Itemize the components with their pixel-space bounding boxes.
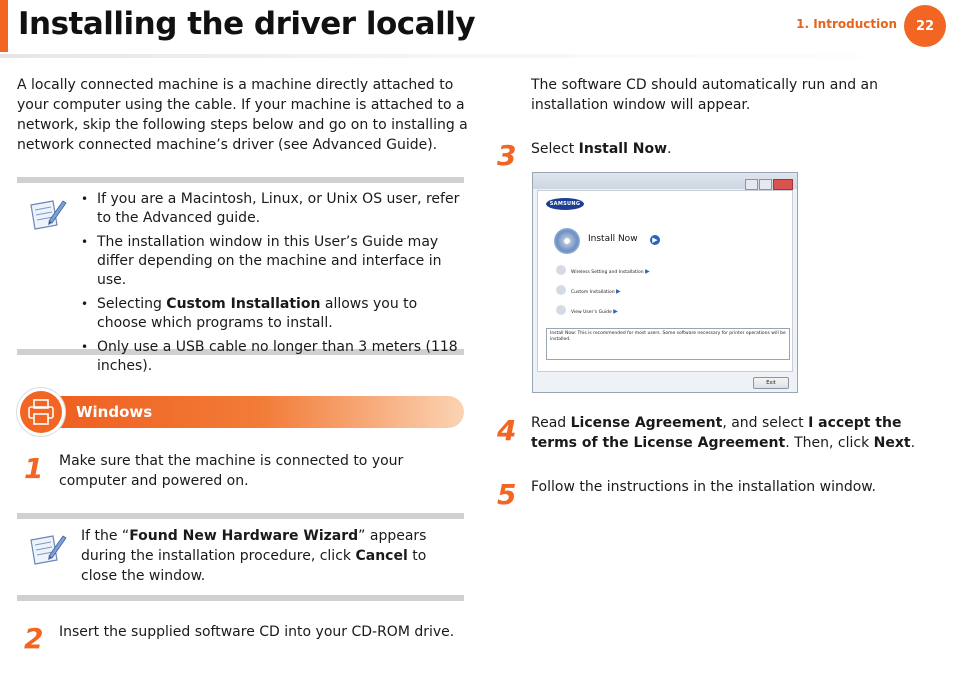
step-3-text: Select Install Now. <box>531 141 672 157</box>
cd-icon <box>554 228 580 254</box>
window-controls <box>744 175 793 194</box>
step-5-text: Follow the instructions in the installat… <box>531 479 876 495</box>
step-number-3: 3 <box>497 139 517 172</box>
installer-description-box: Install Now: This is recommended for mos… <box>546 328 790 360</box>
wireless-icon <box>556 265 566 275</box>
note-1-list: If you are a Macintosh, Linux, or Unix O… <box>81 190 469 381</box>
step-4-text: Read License Agreement, and select I acc… <box>531 415 916 451</box>
option-custom-installation[interactable]: Custom Installation ▶ <box>571 288 621 295</box>
note-pencil-icon <box>30 535 67 565</box>
install-now-option[interactable]: Install Now <box>588 234 638 244</box>
step-2-text: Insert the supplied software CD into you… <box>59 624 455 640</box>
option-wireless-setting[interactable]: Wireless Setting and Installation ▶ <box>571 268 650 275</box>
exit-button[interactable]: Exit <box>753 377 789 389</box>
step-2-continuation: The software CD should automatically run… <box>531 77 878 113</box>
user-guide-icon <box>556 305 566 315</box>
installer-window-screenshot: SAMSUNG Install Now ▶ Wireless Setting a… <box>532 172 798 393</box>
page-number-badge: 22 <box>904 5 946 47</box>
note-pencil-icon <box>30 200 67 230</box>
intro-paragraph: A locally connected machine is a machine… <box>17 77 468 153</box>
installer-content: SAMSUNG Install Now ▶ Wireless Setting a… <box>537 190 793 372</box>
arrow-right-icon[interactable]: ▶ <box>650 235 660 245</box>
step-number-4: 4 <box>497 414 517 447</box>
note-1-item: The installation window in this User’s G… <box>81 233 469 290</box>
note-1-item: Selecting Custom Installation allows you… <box>81 295 469 333</box>
maximize-icon[interactable] <box>759 179 772 190</box>
printer-icon <box>28 399 54 425</box>
header-divider <box>0 54 954 58</box>
installer-titlebar <box>533 173 797 190</box>
note-1-item: Only use a USB cable no longer than 3 me… <box>81 338 469 376</box>
step-number-5: 5 <box>497 478 517 511</box>
chapter-label[interactable]: 1. Introduction <box>796 17 897 31</box>
page-title: Installing the driver locally <box>18 6 476 42</box>
custom-install-icon <box>556 285 566 295</box>
note-box-2 <box>17 513 464 601</box>
samsung-logo: SAMSUNG <box>546 198 584 210</box>
step-number-1: 1 <box>24 452 44 485</box>
note-2-text: If the “Found New Hardware Wizard” appea… <box>81 528 427 584</box>
arrow-right-icon: ▶ <box>616 288 621 295</box>
section-title-windows: Windows <box>76 403 153 421</box>
step-number-2: 2 <box>24 622 44 655</box>
minimize-icon[interactable] <box>745 179 758 190</box>
section-icon-bg <box>20 391 62 433</box>
option-view-users-guide[interactable]: View User’s Guide ▶ <box>571 308 618 315</box>
arrow-right-icon: ▶ <box>645 268 650 275</box>
arrow-right-icon: ▶ <box>613 308 618 315</box>
note-1-item: If you are a Macintosh, Linux, or Unix O… <box>81 190 469 228</box>
step-1-text: Make sure that the machine is connected … <box>59 453 404 489</box>
close-icon[interactable] <box>773 179 793 190</box>
section-header-bar <box>17 396 464 428</box>
header-accent-bar <box>0 0 8 52</box>
